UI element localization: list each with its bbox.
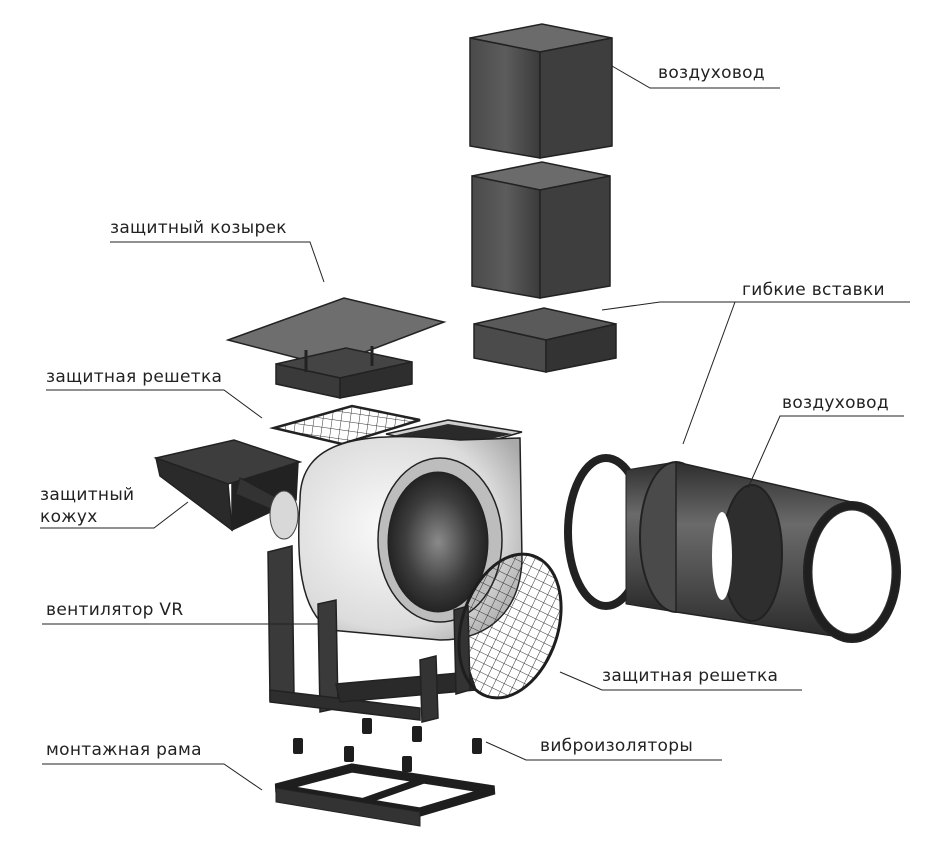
protective-cover <box>153 439 303 532</box>
leader-lines <box>40 65 910 791</box>
protective-grille-top <box>269 404 421 446</box>
label-protective-hood: защитный козырек <box>110 218 287 238</box>
vibration-isolators <box>293 718 482 772</box>
label-mounting-frame: монтажная рама <box>46 740 202 760</box>
label-protective-grille-top: защитная решетка <box>46 367 223 387</box>
label-duct-round: воздуховод <box>782 393 889 413</box>
label-protective-grille-front: защитная решетка <box>602 666 779 686</box>
flexible-insert-square <box>473 307 617 373</box>
label-vibration-isolators: виброизоляторы <box>540 736 694 756</box>
square-duct-top <box>469 23 613 159</box>
label-protective-cover: защитный кожух <box>40 485 135 527</box>
label-fan: вентилятор VR <box>46 600 184 620</box>
protective-grille-front <box>457 552 563 700</box>
square-duct-middle <box>471 161 611 299</box>
mounting-frame <box>274 763 496 827</box>
label-duct-top: воздуховод <box>658 63 765 83</box>
protective-hood <box>225 297 447 399</box>
label-flexible-inserts: гибкие вставки <box>742 280 885 300</box>
round-duct-assembly <box>564 454 901 643</box>
